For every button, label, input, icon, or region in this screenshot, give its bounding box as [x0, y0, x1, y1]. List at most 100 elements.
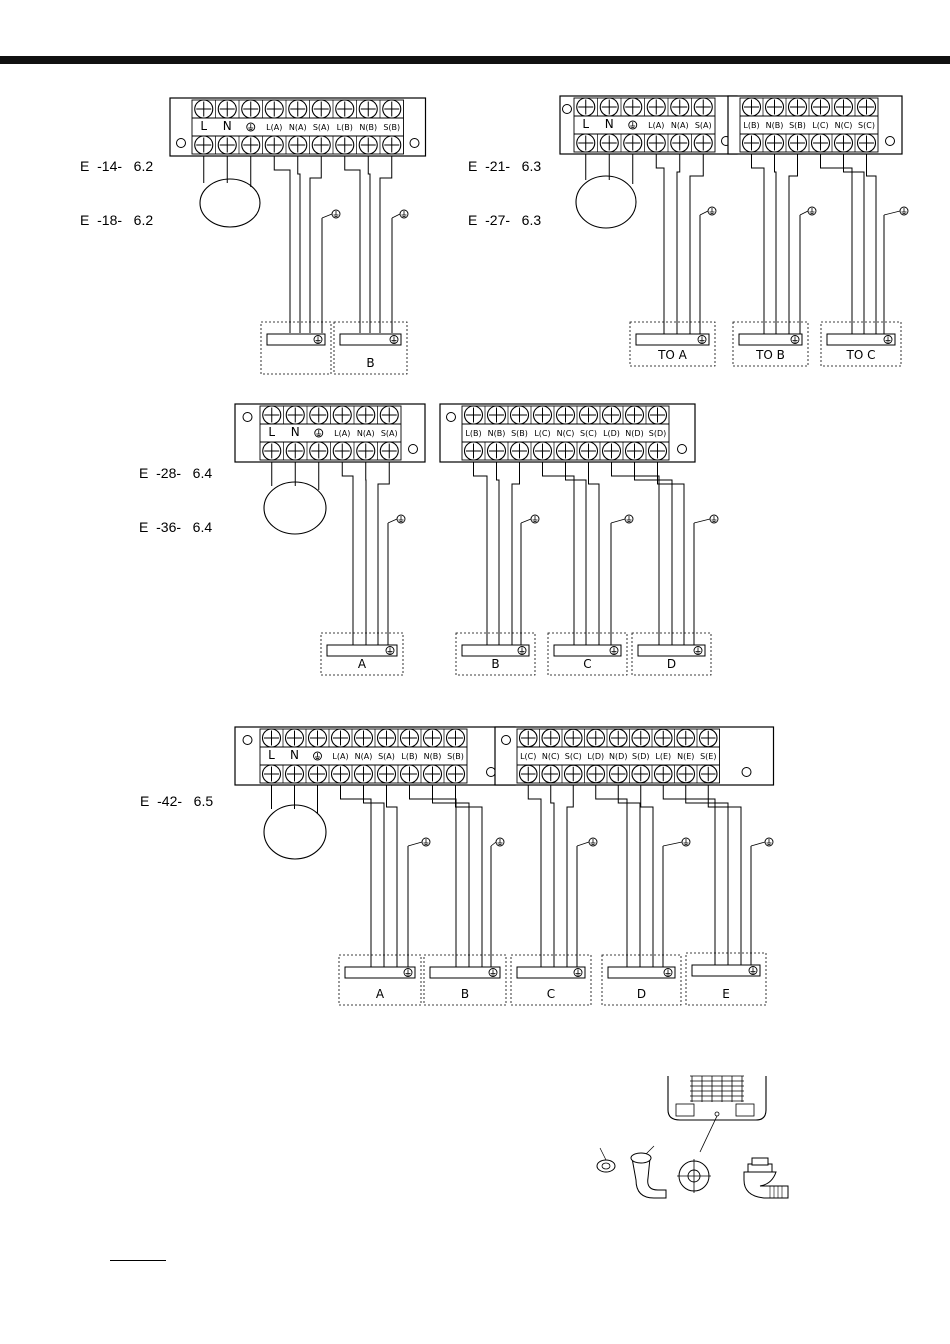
wire — [432, 785, 470, 968]
terminal-label: N — [223, 119, 232, 133]
wire — [611, 462, 660, 645]
unit-terminal-bar — [826, 333, 896, 346]
mounting-hole — [501, 735, 511, 745]
wire — [566, 785, 574, 968]
terminal-screw-icon — [741, 133, 762, 153]
terminal-label: L(A) — [334, 429, 350, 438]
wire — [455, 785, 483, 968]
unit-terminal-bar — [429, 966, 501, 979]
terminal-screw-icon — [332, 405, 352, 425]
terminal-label: S(E) — [700, 752, 716, 761]
terminal-screw-icon — [676, 728, 696, 748]
terminal-screw-icon — [261, 764, 282, 784]
mounting-hole — [242, 735, 253, 745]
terminal-label: L(A) — [266, 123, 282, 132]
terminal-screw-icon — [509, 405, 530, 425]
ground-symbol-icon — [530, 514, 540, 524]
wire — [640, 785, 654, 968]
model-label: E -36- 6.4 — [139, 519, 213, 535]
terminal-label: S(B) — [789, 121, 806, 130]
unit-label: TO C — [846, 348, 876, 362]
terminal-screw-icon — [241, 135, 261, 155]
terminal-screw-icon — [787, 133, 808, 153]
terminal-screw-icon — [486, 441, 507, 461]
terminal-label: L(D) — [587, 752, 604, 761]
indoor-unit-c — [820, 321, 902, 367]
terminal-label: N(B) — [766, 121, 784, 130]
terminal-screw-icon — [376, 764, 397, 784]
terminal-screw-icon — [623, 97, 643, 117]
model-label-group-1: E -14- 6.2 E -18- 6.2 — [80, 121, 153, 247]
terminal-screw-icon — [518, 764, 538, 784]
terminal-label: S(C) — [565, 752, 582, 761]
terminal-screw-icon — [332, 441, 352, 461]
terminal-label: L(D) — [603, 429, 620, 438]
unit-terminal-bar — [691, 964, 761, 977]
terminal-screw-icon — [599, 133, 619, 153]
terminal-screw-icon — [264, 99, 284, 119]
wire — [689, 154, 704, 335]
wire — [550, 785, 555, 968]
ground-wire — [520, 518, 532, 524]
terminal-screw-icon — [624, 441, 645, 461]
unit-label: A — [358, 657, 367, 671]
terminal-screw-icon — [586, 728, 606, 748]
terminal-screw-icon — [586, 764, 606, 784]
terminal-screw-icon — [309, 441, 329, 461]
terminal-screw-icon — [463, 405, 484, 425]
wire — [309, 156, 322, 333]
ground-wire — [799, 210, 809, 216]
terminal-screw-icon — [676, 764, 696, 784]
unit-foot — [735, 1103, 755, 1117]
terminal-label: L(B) — [337, 123, 353, 132]
wire — [843, 154, 865, 335]
unit-terminal-bar — [607, 966, 676, 979]
terminal-screw-icon — [856, 97, 877, 117]
model-label: E -27- 6.3 — [468, 212, 542, 228]
wire — [588, 462, 600, 645]
terminal-screw-icon — [608, 728, 628, 748]
terminal-screw-icon — [599, 97, 619, 117]
mounting-hole — [741, 767, 752, 777]
power-supply-icon — [263, 804, 327, 860]
terminal-label: S(A) — [378, 752, 395, 761]
terminal-label: S(D) — [649, 429, 666, 438]
terminal-label: L(A) — [648, 121, 664, 130]
ground-symbol-icon — [573, 968, 583, 977]
terminal-label: S(A) — [313, 123, 330, 132]
wire — [363, 785, 385, 968]
ground-symbol-icon — [385, 646, 395, 655]
unit-label: TO A — [657, 348, 688, 362]
ground-symbol-icon — [764, 837, 774, 847]
unit-terminal-bar — [344, 966, 416, 979]
terminal-screw-icon — [693, 133, 713, 153]
unit-terminal-bar — [339, 333, 402, 346]
ground-symbol-icon — [624, 514, 634, 524]
mounting-hole — [242, 412, 253, 422]
power-supply-icon — [199, 178, 261, 228]
model-label: E -42- 6.5 — [140, 793, 214, 809]
wire — [866, 154, 877, 335]
installed-elbow — [743, 1171, 789, 1199]
wire — [676, 154, 681, 335]
unit-outline — [667, 1076, 767, 1121]
terminal-screw-icon — [194, 99, 214, 119]
ground-wire — [387, 518, 398, 524]
terminal-screw-icon — [578, 405, 599, 425]
mounting-hole — [677, 444, 687, 454]
leader-line — [699, 1115, 718, 1153]
terminal-label: S(B) — [447, 752, 464, 761]
elbow-cap — [630, 1152, 652, 1164]
ground-symbol-icon — [246, 122, 256, 132]
wire — [386, 785, 398, 968]
terminal-label: N(A) — [355, 752, 373, 761]
leader-line — [645, 1145, 655, 1155]
ground-symbol-icon — [899, 206, 909, 216]
installed-joint — [751, 1157, 769, 1166]
ground-wire — [576, 841, 590, 847]
terminal-screw-icon — [288, 99, 308, 119]
model-label-group-4: E -42- 6.5 — [140, 756, 213, 828]
unit-label: D — [667, 657, 676, 671]
terminal-screw-icon — [307, 728, 328, 748]
wire — [297, 156, 301, 333]
